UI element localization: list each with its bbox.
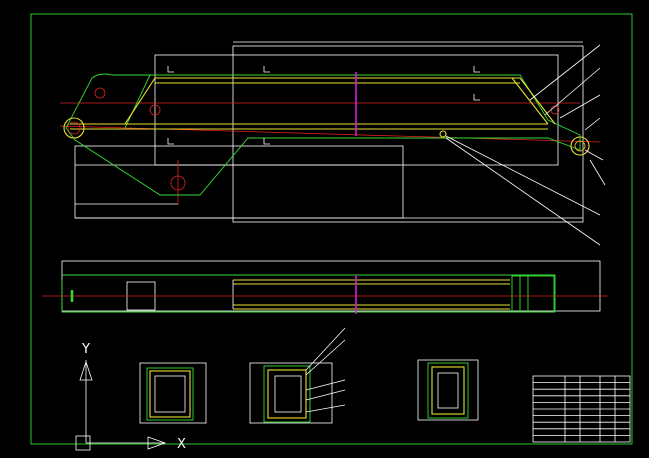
front-view	[59, 41, 606, 246]
plan-outline	[61, 274, 556, 313]
pin-hole-lower	[170, 175, 186, 191]
boom-web-edge	[124, 74, 151, 129]
head-pin-outer	[570, 136, 590, 156]
head-pin-inner	[574, 140, 586, 152]
section-c	[417, 359, 479, 421]
front-extent-box	[232, 45, 584, 223]
x-axis-arrow	[147, 436, 167, 450]
section-a-frame	[139, 362, 207, 424]
section-a-outer	[146, 367, 194, 421]
plate-end-slant-a	[511, 77, 549, 125]
small-pin	[439, 130, 447, 138]
y-axis-label: Y	[81, 342, 90, 357]
leader-lines	[445, 44, 606, 246]
sheet-border	[30, 13, 633, 445]
centerline-pin	[59, 125, 601, 143]
plan-outer-box	[61, 260, 601, 312]
section-b-outer	[263, 365, 311, 423]
plate-end-slant-b	[519, 77, 556, 125]
plate-slant	[124, 77, 156, 125]
section-a-core	[154, 375, 186, 413]
front-lower-box	[74, 145, 404, 219]
x-axis-label: X	[177, 437, 186, 452]
title-block-rows	[533, 382, 630, 436]
root-pin-inner	[67, 121, 81, 135]
section-b-core	[274, 375, 302, 413]
ucs-icon: Y X	[75, 342, 186, 452]
section-c-frame	[417, 359, 479, 421]
y-axis-arrow	[79, 360, 93, 381]
boom-side-outline	[65, 73, 581, 196]
section-b-plate	[267, 369, 307, 419]
pin-hole-mid	[149, 104, 161, 116]
section-c-core	[437, 372, 459, 409]
section-markers	[167, 66, 480, 145]
section-b-leaders	[305, 327, 346, 413]
section-a-plate	[149, 370, 191, 418]
ucs-origin-box	[75, 435, 91, 451]
root-pin-outer	[63, 117, 85, 139]
title-block	[532, 375, 631, 443]
section-a	[139, 362, 207, 424]
pin-hole-upper	[94, 87, 106, 99]
section-c-outer	[427, 362, 469, 419]
plan-view	[42, 260, 608, 314]
plan-head-block	[511, 275, 555, 313]
section-b-frame	[249, 362, 333, 424]
section-c-plate	[431, 366, 465, 415]
section-b	[249, 327, 346, 424]
